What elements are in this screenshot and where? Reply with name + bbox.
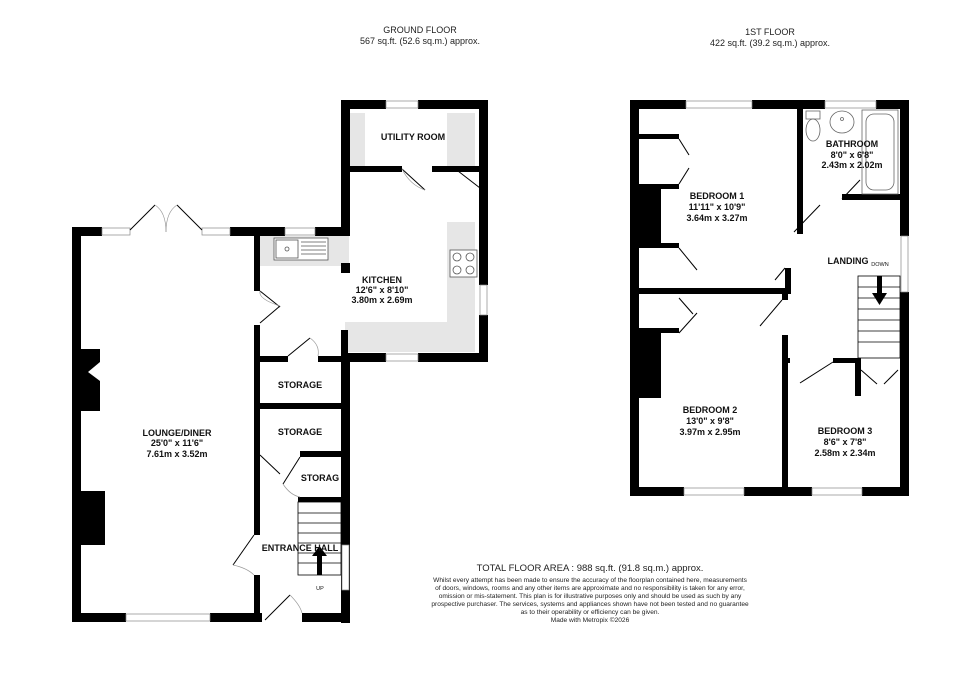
toilet-icon <box>805 110 821 142</box>
disclaimer-line: omission or mis-statement. This plan is … <box>438 593 742 600</box>
ground-floor-title: GROUND FLOOR <box>383 25 457 35</box>
room-dim-kitchen-metric: 3.80m x 2.69m <box>351 295 412 305</box>
room-label-bedroom2: BEDROOM 2 <box>683 405 738 415</box>
room-dim-bedroom1-metric: 3.64m x 3.27m <box>686 213 747 223</box>
total-floor-area: TOTAL FLOOR AREA : 988 sq.ft. (91.8 sq.m… <box>476 563 704 574</box>
room-label-storage-2: STORAGE <box>278 427 322 437</box>
bath-icon <box>861 109 899 195</box>
disclaimer-line: prospective purchaser. The services, sys… <box>431 601 749 608</box>
sink-icon <box>273 237 329 261</box>
room-label-kitchen: KITCHEN <box>362 275 402 285</box>
room-label-lounge: LOUNGE/DINER <box>142 428 212 438</box>
disclaimer-line: of doors, windows, rooms and any other i… <box>435 585 745 592</box>
room-label-bedroom3: BEDROOM 3 <box>818 426 873 436</box>
hob-icon <box>449 249 478 278</box>
room-dim-bedroom3-metric: 2.58m x 2.34m <box>814 448 875 458</box>
stairs-down-label: DOWN <box>871 262 888 268</box>
ground-floor-plan: UTILITY ROOM KITCHEN 12'6" x 8'10" 3.80m… <box>72 100 488 623</box>
room-dim-bedroom3-imperial: 8'6" x 7'8" <box>824 437 867 447</box>
disclaimer-line: Whilst every attempt has been made to en… <box>433 577 747 584</box>
disclaimer-line: as to their operability or efficiency ca… <box>520 609 660 616</box>
room-dim-bedroom1-imperial: 11'11" x 10'9" <box>689 202 746 212</box>
ground-floor-area: 567 sq.ft. (52.6 sq.m.) approx. <box>359 36 481 46</box>
first-floor-plan: BEDROOM 1 11'11" x 10'9" 3.64m x 3.27m B… <box>630 100 909 496</box>
room-dim-bedroom2-imperial: 13'0" x 9'8" <box>686 416 734 426</box>
first-floor-area: 422 sq.ft. (39.2 sq.m.) approx. <box>709 38 831 48</box>
room-dim-lounge-imperial: 25'0" x 11'6" <box>151 438 203 448</box>
first-floor-title: 1ST FLOOR <box>745 27 795 37</box>
room-label-storage-1: STORAGE <box>278 380 322 390</box>
room-label-bedroom1: BEDROOM 1 <box>690 191 745 201</box>
room-label-entrance-hall: ENTRANCE HALL <box>262 543 339 553</box>
room-label-bathroom: BATHROOM <box>826 139 878 149</box>
basin-icon <box>829 110 855 134</box>
room-label-storage-3: STORAG <box>301 473 339 483</box>
room-dim-bathroom-imperial: 8'0" x 6'8" <box>831 150 874 160</box>
room-dim-bedroom2-metric: 3.97m x 2.95m <box>679 427 740 437</box>
metropix-credit: Made with Metropix ©2026 <box>550 617 630 624</box>
floorplan-footer: TOTAL FLOOR AREA : 988 sq.ft. (91.8 sq.m… <box>400 563 780 625</box>
stairs-up-label: UP <box>316 586 324 592</box>
room-label-utility: UTILITY ROOM <box>381 132 445 142</box>
room-dim-kitchen-imperial: 12'6" x 8'10" <box>356 285 409 295</box>
room-dim-lounge-metric: 7.61m x 3.52m <box>146 449 207 459</box>
disclaimer: Whilst every attempt has been made to en… <box>400 577 780 625</box>
room-label-landing: LANDING <box>828 256 869 266</box>
first-floor-header: 1ST FLOOR 422 sq.ft. (39.2 sq.m.) approx… <box>670 27 870 49</box>
room-dim-bathroom-metric: 2.43m x 2.02m <box>821 160 882 170</box>
ground-floor-header: GROUND FLOOR 567 sq.ft. (52.6 sq.m.) app… <box>320 25 520 47</box>
